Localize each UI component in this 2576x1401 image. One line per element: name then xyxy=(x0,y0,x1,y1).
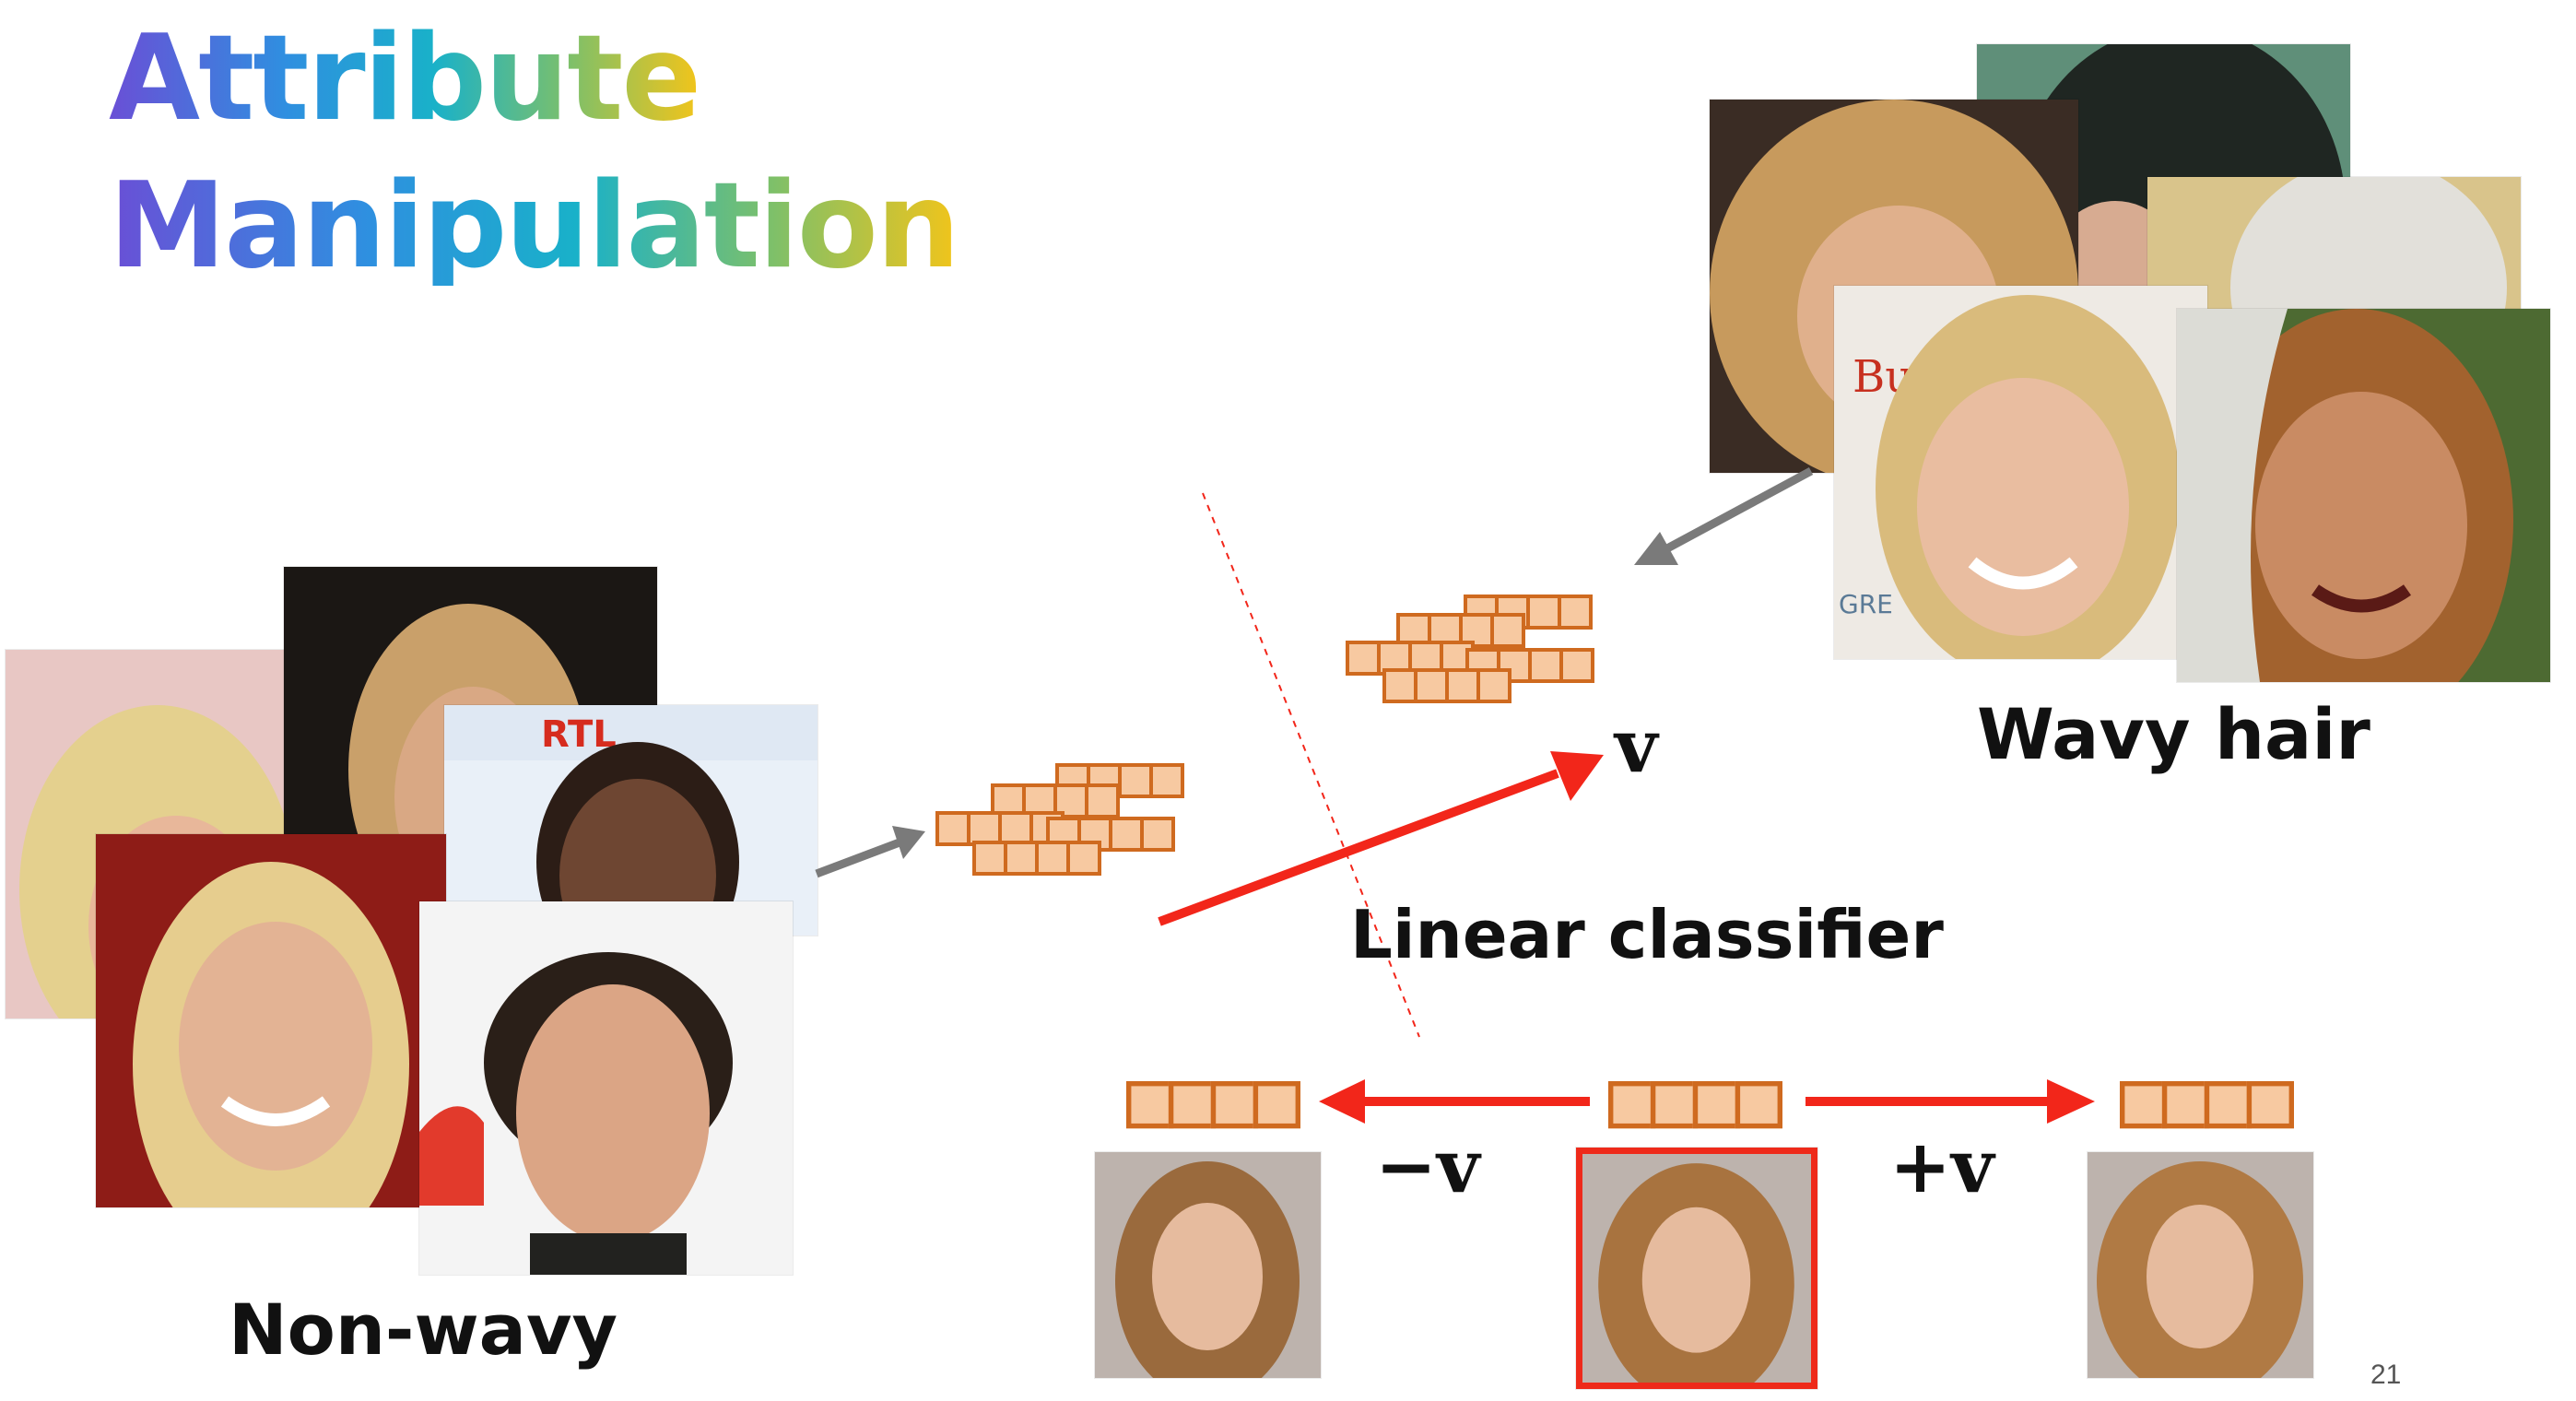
linear-classifier-label: Linear classifier xyxy=(1350,896,1944,973)
feature-grid-icon xyxy=(1346,595,1613,714)
svg-text:GRE: GRE xyxy=(1839,589,1893,619)
feature-vector-plus xyxy=(2120,1081,2294,1129)
wavy-hair-label: Wavy hair xyxy=(1977,693,2370,775)
gray-arrow-right xyxy=(1634,467,1814,565)
face-photo-icon xyxy=(2088,1152,2313,1378)
non-wavy-label: Non-wavy xyxy=(229,1289,618,1371)
plus-v-label: +v xyxy=(1889,1123,1994,1209)
feature-vector-minus xyxy=(1126,1081,1300,1129)
face-photo-icon xyxy=(96,834,446,1207)
face-photo-icon: Bu GRE xyxy=(1834,286,2207,659)
feature-grid-icon xyxy=(935,763,1203,883)
title-line-2: Manipulation xyxy=(109,158,960,295)
vector-v-label: v xyxy=(1615,702,1658,789)
feature-vector xyxy=(972,841,1101,876)
page-number: 21 xyxy=(2370,1360,2402,1390)
normal-vector-arrow xyxy=(1158,751,1604,926)
svg-text:RTL: RTL xyxy=(541,713,617,756)
gray-arrow-left xyxy=(815,826,925,878)
face-photo-icon xyxy=(1095,1152,1321,1378)
face-photo-icon xyxy=(419,901,793,1275)
arrow-minus-v xyxy=(1319,1079,1590,1124)
feature-vector xyxy=(1382,668,1511,703)
face-photo-icon: RTL xyxy=(444,705,817,936)
title-line-1: Attribute xyxy=(109,10,701,147)
minus-v-label: −v xyxy=(1375,1123,1480,1209)
face-photo-icon xyxy=(2147,177,2521,334)
feature-vector-original xyxy=(1608,1081,1782,1129)
feature-vector xyxy=(1464,595,1593,630)
face-photo-icon xyxy=(1576,1148,1817,1389)
arrow-plus-v xyxy=(1806,1079,2095,1124)
face-photo-icon xyxy=(2177,309,2550,682)
feature-vector xyxy=(1046,817,1175,852)
